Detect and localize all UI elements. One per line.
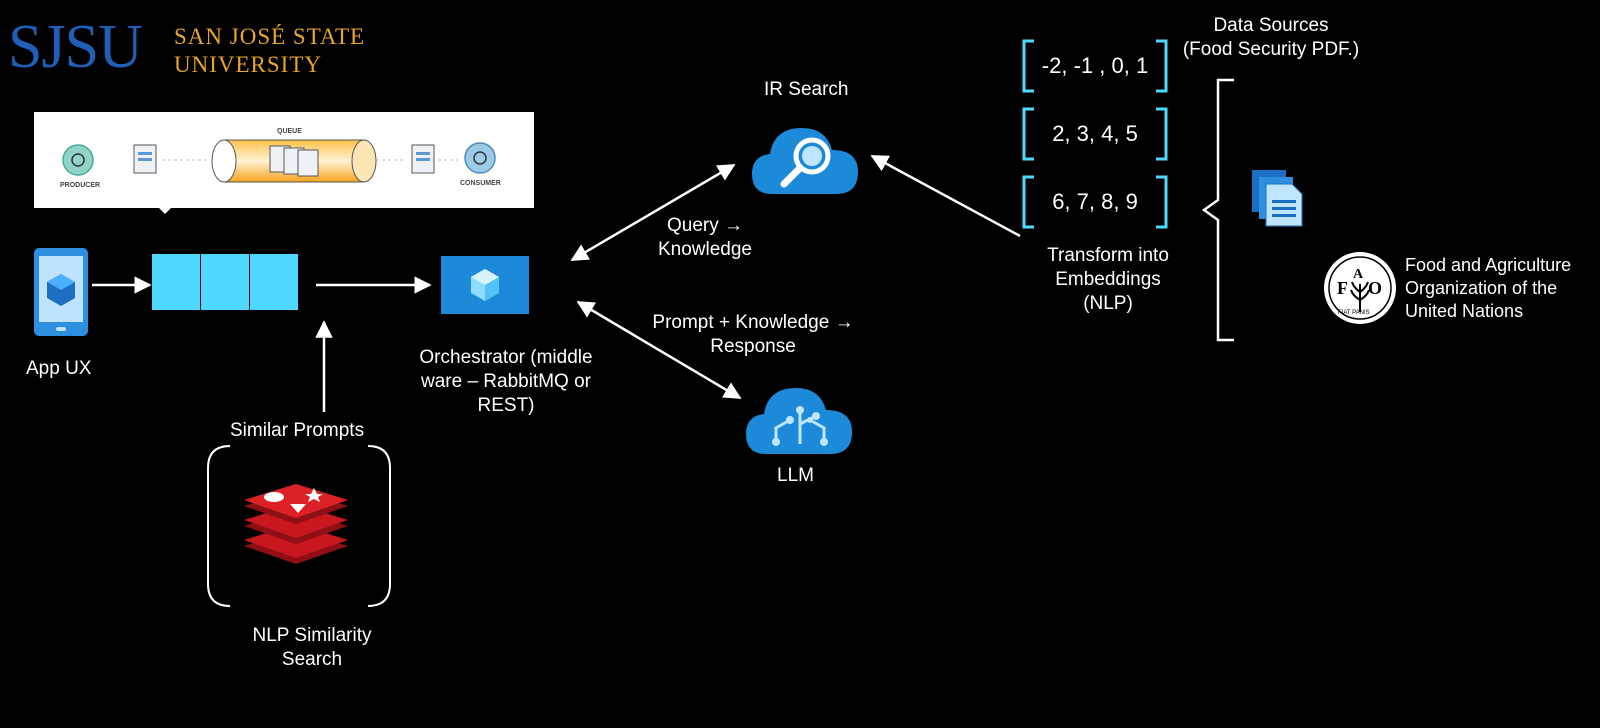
transform-label-line1: Transform into bbox=[1047, 245, 1169, 266]
fao-seal-logo: F A O FIAT PANIS bbox=[1324, 252, 1396, 324]
redis-bracket bbox=[207, 445, 391, 607]
embedding-vector: -2, -1 , 0, 1 bbox=[1022, 39, 1168, 93]
similar-prompts-label: Similar Prompts bbox=[230, 420, 365, 441]
svg-text:O: O bbox=[1368, 278, 1382, 298]
fao-name-line2: Organization of the bbox=[1405, 278, 1558, 298]
documents-icon bbox=[1252, 170, 1303, 227]
prompt-edge-label-line2: Response bbox=[710, 336, 796, 357]
data-sources-label-line1: Data Sources bbox=[1213, 15, 1329, 36]
svg-text:F: F bbox=[1337, 278, 1348, 298]
orchestrator-icon bbox=[441, 256, 529, 314]
nlp-similarity-label-line1: NLP Similarity bbox=[252, 625, 372, 646]
embedding-vector-text: -2, -1 , 0, 1 bbox=[1041, 53, 1149, 78]
sjsu-logo-line2: UNIVERSITY bbox=[174, 52, 322, 77]
transform-label-line2: Embeddings bbox=[1055, 269, 1161, 290]
orchestrator-label-line1: Orchestrator (middle bbox=[419, 347, 593, 368]
llm-label: LLM bbox=[777, 465, 814, 486]
embedding-vector: 2, 3, 4, 5 bbox=[1022, 107, 1168, 161]
sjsu-logo-line1: SAN JOSÉ STATE bbox=[174, 24, 366, 49]
fao-name-line1: Food and Agriculture bbox=[1405, 255, 1572, 275]
svg-text:A: A bbox=[1353, 267, 1364, 282]
data-sources-label-line2: (Food Security PDF.) bbox=[1182, 39, 1360, 60]
orchestrator-label-line2: ware – RabbitMQ or bbox=[420, 371, 591, 392]
prompt-edge-label-line1: Prompt + Knowledge → bbox=[652, 312, 854, 333]
queue-panel-pointer bbox=[158, 207, 172, 214]
llm-cloud-icon bbox=[746, 388, 852, 454]
queue-illustration-graphic bbox=[62, 139, 496, 183]
embedding-vector-text: 6, 7, 8, 9 bbox=[1052, 189, 1138, 214]
arrow-embeddings-to-ir-search bbox=[870, 154, 1021, 238]
nlp-similarity-label-line2: Search bbox=[281, 649, 343, 670]
query-edge-label-line1: Query → bbox=[666, 215, 744, 236]
cache-cell bbox=[152, 254, 200, 310]
ir-search-cloud-icon bbox=[752, 128, 858, 194]
transform-label-line3: (NLP) bbox=[1083, 293, 1133, 314]
fao-name: Food and Agriculture Organization of the… bbox=[1405, 254, 1571, 323]
fao-name-line3: United Nations bbox=[1405, 301, 1524, 321]
redis-icon bbox=[244, 484, 348, 564]
consumer-label: CONSUMER bbox=[460, 180, 501, 187]
cache-cell bbox=[201, 254, 249, 310]
phone-icon bbox=[34, 248, 88, 336]
data-sources-brace bbox=[1201, 78, 1234, 342]
queue-illustration: QUEUE PRODUCER CONSUMER bbox=[34, 112, 534, 208]
embedding-vector-text: 2, 3, 4, 5 bbox=[1052, 121, 1138, 146]
producer-label: PRODUCER bbox=[60, 182, 101, 189]
cache-cell bbox=[250, 254, 298, 310]
ir-search-label: IR Search bbox=[764, 79, 849, 100]
orchestrator-label-line3: REST) bbox=[477, 395, 535, 416]
queue-label: QUEUE bbox=[277, 128, 302, 135]
embedding-vector: 6, 7, 8, 9 bbox=[1022, 175, 1168, 229]
svg-text:FIAT PANIS: FIAT PANIS bbox=[1338, 310, 1370, 316]
sjsu-logo-mark: SJSU bbox=[8, 13, 143, 81]
query-edge-label-line2: Knowledge bbox=[657, 239, 753, 260]
app-ux-label: App UX bbox=[26, 358, 92, 379]
